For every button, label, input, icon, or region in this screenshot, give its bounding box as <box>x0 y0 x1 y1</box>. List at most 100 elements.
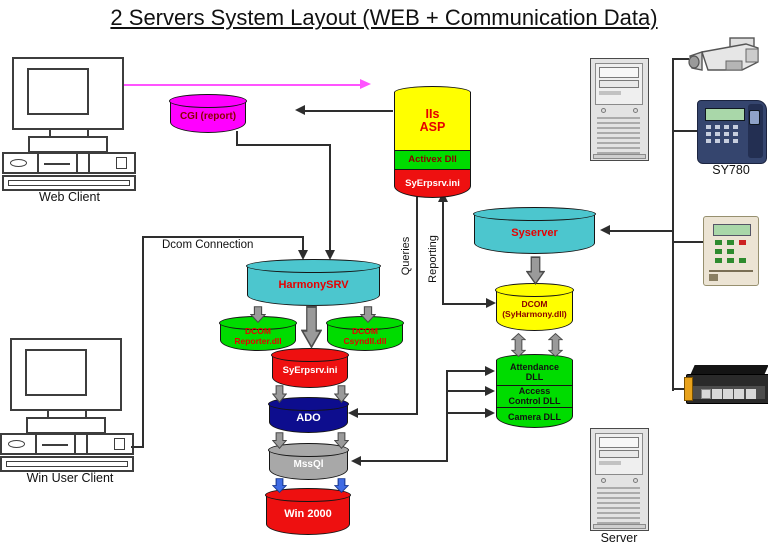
reporting-label: Reporting <box>427 235 439 283</box>
dcom-csyndll-cylinder: DCOM Csyndll.dll <box>326 316 404 351</box>
queries-line <box>416 197 418 415</box>
screw-icon <box>601 108 606 113</box>
floppy-drive-icon <box>599 80 639 88</box>
sy780-terminal-icon <box>697 100 767 164</box>
controller-device-icon <box>684 362 768 408</box>
flow-arrow-down-blue-icon <box>272 478 287 493</box>
win-user-client-label: Win User Client <box>26 471 114 485</box>
cd-drive-icon <box>599 437 639 448</box>
case-detail-icon <box>42 444 68 446</box>
arrowhead-icon <box>485 366 495 376</box>
flow-arrow-down-icon <box>272 432 287 449</box>
win2000-cylinder: Win 2000 <box>265 488 351 535</box>
web-request-line <box>124 84 362 86</box>
arrowhead-icon <box>485 386 495 396</box>
lcd-screen-icon <box>705 108 745 121</box>
diagram-title: 2 Servers System Layout (WEB + Communica… <box>110 5 658 30</box>
keypad-keys-icon <box>715 240 722 245</box>
arrowhead-icon <box>360 79 371 89</box>
flow-arrow-down-icon <box>334 385 349 403</box>
case-detail-icon <box>35 435 37 453</box>
flow-arrow-down-blue-icon <box>334 478 349 493</box>
iis-asp-label: IIs ASP <box>419 106 446 134</box>
monitor-screen-icon <box>25 349 87 396</box>
server-tower-icon <box>590 58 649 161</box>
flow-arrow-down-icon <box>272 385 287 403</box>
computer-case-icon <box>0 433 134 455</box>
cgi-label: CGI (report) <box>179 110 237 122</box>
case-detail-icon <box>74 435 76 453</box>
activex-band: Activex Dll <box>394 150 471 169</box>
attendance-dll-label: Attendance DLL <box>509 362 559 382</box>
card-slot-icon <box>709 270 753 272</box>
arrowhead-icon <box>348 408 358 418</box>
access-control-dll-label: Access Control DLL <box>508 386 561 406</box>
mssql-cylinder: MssQl <box>268 443 349 480</box>
dcom-reporter-cylinder: DCOM Reporter.dll <box>219 316 297 351</box>
attendance-dll-section: Attendance DLL <box>496 360 573 385</box>
dcom-connection-label: Dcom Connection <box>162 239 254 251</box>
cgi-cylinder: CGI (report) <box>169 94 247 133</box>
server-label: Server <box>600 531 638 545</box>
case-detail-icon <box>37 154 39 172</box>
cgi-line <box>236 144 331 146</box>
queries-label: Queries <box>400 236 412 276</box>
drive-button-icon <box>599 461 621 465</box>
web-client-label: Web Client <box>39 190 100 204</box>
screw-icon <box>633 478 638 483</box>
floppy-drive-icon <box>599 450 639 458</box>
vents-icon <box>597 117 640 154</box>
reporting-line <box>442 303 487 305</box>
case-detail-icon <box>44 163 70 165</box>
dcom-csyndll-label: DCOM Csyndll.dll <box>343 325 387 346</box>
iis-asp-band: IIs ASP <box>394 92 471 150</box>
cctv-camera-icon <box>688 37 759 71</box>
syerpsrv-band: SyErpsrv.ini <box>394 169 471 198</box>
drive-bay-icon <box>595 63 643 105</box>
dcom-syharmony-cylinder: DCOM (SyHarmony.dll) <box>495 283 574 331</box>
keyboard-icon <box>0 456 134 472</box>
arrowhead-icon <box>600 225 610 235</box>
dcom-syharmony-label: DCOM (SyHarmony.dll) <box>502 299 567 319</box>
keyboard-icon <box>2 175 136 191</box>
dcom-connection-line <box>302 236 304 250</box>
red-key-icon <box>739 240 746 245</box>
cgi-line <box>329 144 331 250</box>
arrowhead-icon <box>486 298 496 308</box>
mssql-dll-line <box>446 390 486 392</box>
keypad-keys-icon <box>706 125 711 129</box>
sy780-branch-line <box>672 130 698 132</box>
case-button-icon <box>116 157 127 169</box>
drive-bay-icon <box>595 433 643 475</box>
server-tower-icon <box>590 428 649 531</box>
flow-arrow-down-icon <box>526 256 545 285</box>
monitor-stand-icon <box>47 411 87 418</box>
double-arrow-vertical-icon <box>548 333 563 357</box>
syerpsrv-cylinder: SyErpsrv.ini <box>271 348 349 388</box>
syserver-cylinder: Syserver <box>473 207 596 254</box>
computer-case-icon <box>2 152 136 174</box>
sy780-label: SY780 <box>712 163 750 177</box>
tower-base-icon <box>593 154 646 159</box>
flow-arrow-down-icon <box>360 306 376 323</box>
camera-dll-section: Camera DLL <box>496 407 573 428</box>
dcom-connection-line <box>131 446 144 448</box>
dcom-reporter-label: DCOM Reporter.dll <box>234 325 282 346</box>
arrowhead-icon <box>298 250 308 260</box>
camera-branch-line <box>672 58 689 60</box>
arrowhead-icon <box>485 408 495 418</box>
drive-button-icon <box>599 91 621 95</box>
case-detail-icon <box>88 154 90 172</box>
fingerprint-sensor-icon <box>749 110 760 125</box>
win-user-client-computer-icon <box>0 336 136 474</box>
mssql-dll-line <box>446 371 448 462</box>
case-detail-icon <box>76 154 78 172</box>
tower-base-icon <box>593 524 646 529</box>
mssql-label: MssQl <box>293 458 324 470</box>
case-detail-icon <box>8 440 25 448</box>
monitor-stand-icon <box>49 130 89 137</box>
lcd-screen-icon <box>713 224 751 236</box>
vents-icon <box>597 487 640 524</box>
camera-dll-label: Camera DLL <box>507 411 561 422</box>
